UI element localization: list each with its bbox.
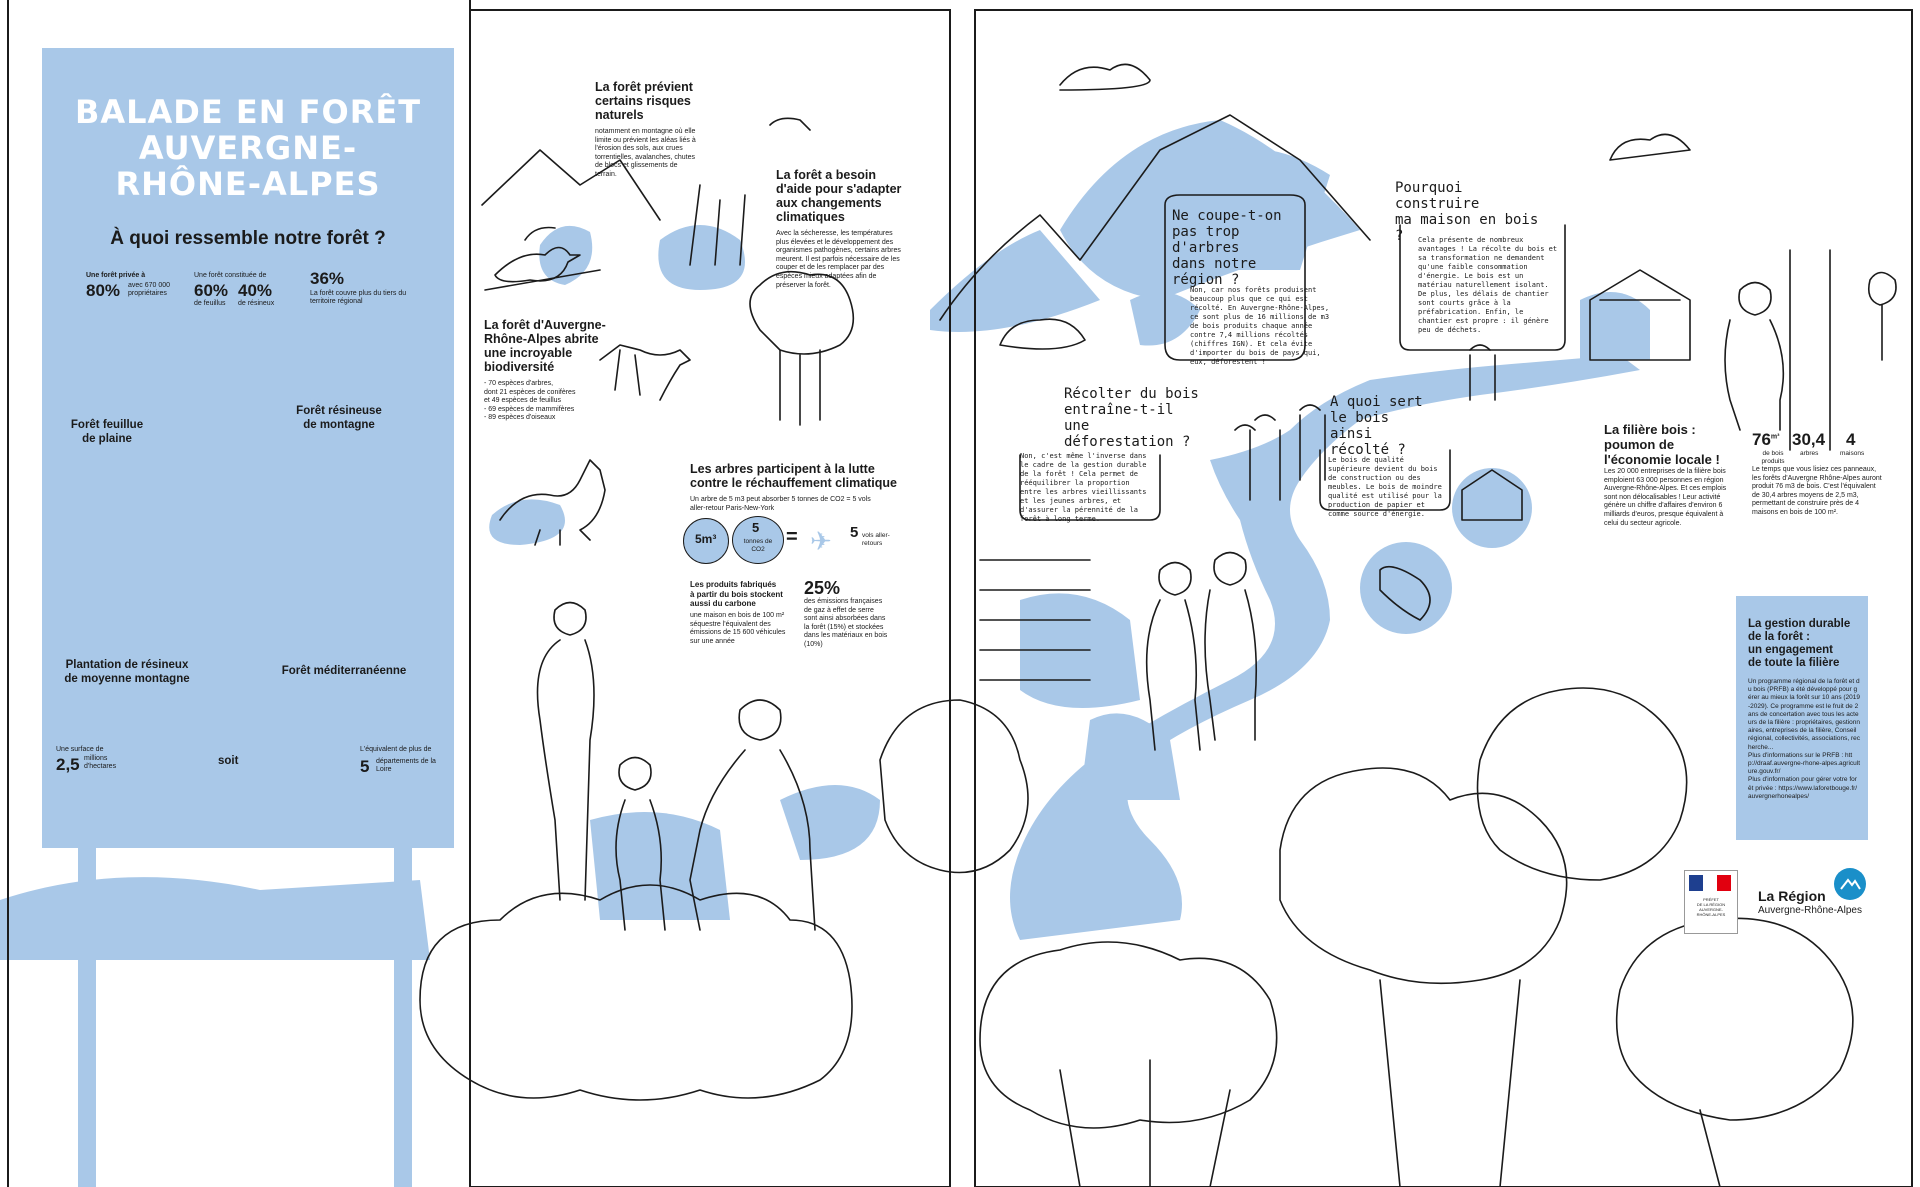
sign-title-line-1: BALADE EN FORÊT [74, 93, 422, 131]
houses-count-unit: maisons [1840, 450, 1865, 457]
stat-coverage-note: La forêt couvre plus du tiers du territo… [310, 290, 407, 305]
wood-volume-value: 76m³ [1752, 430, 1779, 450]
question-overcut: Ne coupe-t-on pas trop d'arbres dans not… [1172, 208, 1282, 288]
equiv-value: 5 [360, 757, 370, 776]
answer-overcut: Non, car nos forêts produisent beaucoup … [1190, 286, 1330, 366]
stat-private-note: avec 670 000 propriétaires [128, 282, 171, 297]
question-wood-house: Pourquoi construire ma maison en bois ? [1395, 180, 1539, 244]
stat-private-value: 80% [86, 281, 121, 300]
climate-title: Les arbres participent à la lutte contre… [690, 462, 898, 490]
stat-broadleaf-note: de feuillus [194, 300, 226, 307]
region-subname: Auvergne-Rhône-Alpes [1758, 905, 1862, 916]
wood-volume-number: 76 [1752, 430, 1771, 449]
eq-co2-value: 5 [752, 520, 760, 535]
forest-info-sign: BALADE EN FORÊT AUVERGNE- RHÔNE-ALPES À … [42, 48, 454, 848]
eq-tree-value: 5m³ [695, 532, 717, 546]
wood-equivalence-text: Le temps que vous lisiez ces panneaux, l… [1752, 466, 1882, 516]
trees-count-value: 30,4 [1792, 430, 1826, 449]
region-name: La Région [1758, 888, 1826, 904]
sustainable-text: Un programme régional de la forêt et du … [1748, 678, 1861, 800]
forest-lowland-label: Forêt feuillue de plaine [70, 419, 144, 445]
eq-equal-sign: = [786, 526, 798, 548]
surface-soit: soit [218, 755, 239, 767]
surface-label: Une surface de [56, 746, 104, 753]
stat-species-label: Une forêt constituée de [194, 272, 267, 279]
question-deforestation: Récolter du bois entraîne-t-il une défor… [1064, 386, 1199, 450]
biodiversity-title: La forêt d'Auvergne- Rhône-Alpes abrite … [484, 318, 606, 374]
surface-value: 2,5 [56, 755, 80, 774]
sign-title-line-3: RHÔNE-ALPES [115, 165, 381, 203]
adapt-title: La forêt a besoin d'aide pour s'adapter … [776, 168, 902, 224]
sustainable-title: La gestion durable de la forêt : un enga… [1748, 618, 1851, 669]
stat-conifer-value: 40% [238, 281, 273, 300]
economy-text: Les 20 000 entreprises de la filière boi… [1604, 468, 1727, 527]
tree-volume-icon [683, 518, 729, 564]
eq-flights-value: 5 [850, 524, 859, 541]
equiv-unit: départements de la Loire [376, 758, 436, 773]
forest-mediterranean-label: Forêt méditerranéenne [281, 665, 407, 677]
biodiversity-text: - 70 espèces d'arbres, dont 21 espèces d… [484, 380, 576, 422]
sign-subtitle: À quoi ressemble notre forêt ? [110, 228, 386, 249]
carbon-text: une maison en bois de 100 m² séquestre l… [690, 612, 786, 645]
forest-mountain-label: Forêt résineuse de montagne [296, 405, 382, 431]
french-flag-icon [1689, 875, 1731, 891]
risk-title: La forêt prévient certains risques natur… [595, 80, 693, 122]
sign-title-line-2: AUVERGNE- [138, 129, 358, 167]
airplane-icon: ✈ [810, 526, 832, 556]
sustainable-management-box: La gestion durable de la forêt : un enga… [1736, 596, 1868, 840]
sign-title: BALADE EN FORÊT AUVERGNE- RHÔNE-ALPES [42, 94, 454, 202]
trees-count-unit: arbres [1800, 450, 1819, 457]
forest-plantation-label: Plantation de résineux de moyenne montag… [64, 659, 190, 685]
region-mountain-icon [1840, 878, 1861, 890]
region-logo-icon [1834, 868, 1866, 900]
stat-broadleaf-value: 60% [194, 281, 229, 300]
carbon-title: Les produits fabriqués à partir du bois … [690, 580, 783, 608]
prefet-logo: PRÉFET DE LA RÉGION AUVERGNE- RHÔNE-ALPE… [1684, 870, 1738, 934]
answer-wood-use: Le bois de qualité supérieure devient du… [1328, 456, 1442, 518]
adapt-text: Avec la sécheresse, les températures plu… [776, 230, 901, 289]
answer-wood-house: Cela présente de nombreux avantages ! La… [1418, 236, 1558, 334]
stat-private-label: Une forêt privée à [86, 272, 146, 279]
eq-co2-unit: tonnes de CO2 [743, 538, 773, 553]
eq-flights-unit: vols aller-retours [862, 532, 890, 547]
equiv-label: L'équivalent de plus de [360, 746, 432, 753]
houses-count-value: 4 [1846, 430, 1856, 449]
ghg-percent-text: des émissions françaises de gaz à effet … [804, 598, 888, 648]
stat-conifer-note: de résineux [238, 300, 275, 307]
surface-unit: millions d'hectares [84, 755, 117, 770]
climate-text: Un arbre de 5 m3 peut absorber 5 tonnes … [690, 496, 871, 512]
economy-title: La filière bois : poumon de l'économie l… [1604, 422, 1720, 467]
wood-volume-unit: de bois produits [1761, 450, 1785, 465]
answer-deforestation: Non, c'est même l'inverse dans le cadre … [1020, 452, 1147, 523]
ghg-percent-value: 25% [804, 578, 841, 598]
risk-text: notamment en montagne où elle limite ou … [595, 128, 696, 178]
stat-coverage-value: 36% [310, 269, 345, 288]
prefet-text: PRÉFET DE LA RÉGION AUVERGNE- RHÔNE-ALPE… [1696, 897, 1726, 917]
co2-cloud-icon [732, 516, 784, 564]
wood-volume-sup: m³ [1770, 433, 1780, 441]
question-wood-use: A quoi sert le bois ainsi récolté ? [1330, 394, 1423, 458]
